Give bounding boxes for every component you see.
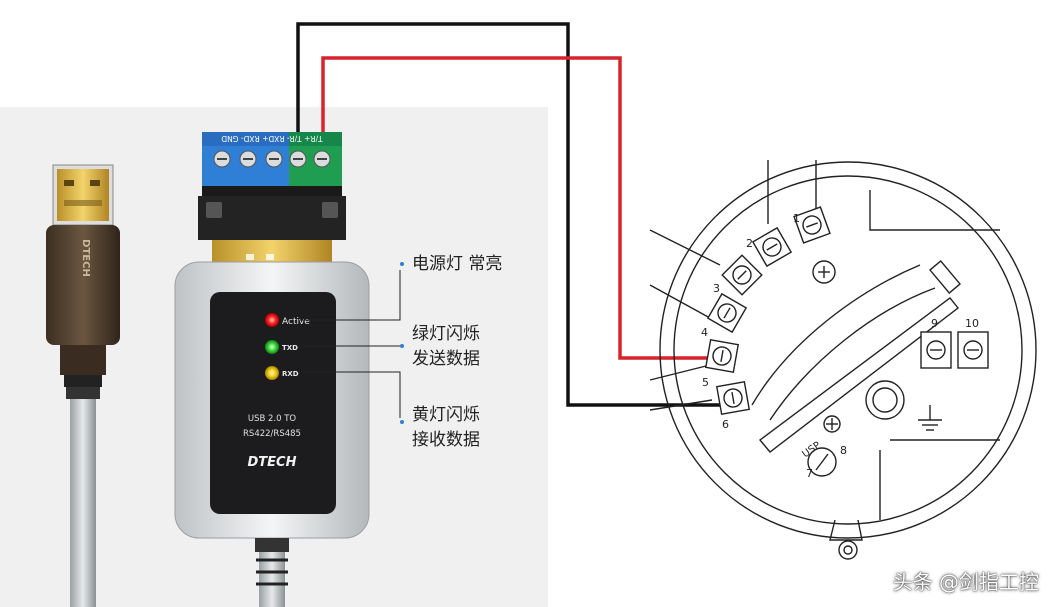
model-line-1: USB 2.0 TO [248, 414, 297, 424]
callout-txd-line-1: 绿灯闪烁 [412, 324, 480, 344]
red-wire [321, 56, 722, 360]
usb-rs485-converter: T/R+ T/R- RXD+ RXD- GND Active TXD RXD U… [174, 132, 370, 607]
callout-leaders [300, 270, 401, 418]
terminal-number: 7 [806, 467, 813, 480]
svg-text:DTECH: DTECH [80, 239, 91, 277]
terminal-number: 9 [931, 317, 938, 330]
callout-dot-rxd [400, 420, 404, 424]
terminal-number: 1 [793, 212, 800, 225]
rxd-led [265, 366, 279, 380]
terminal-number: 3 [713, 282, 720, 295]
terminal-label: T/R+ T/R- RXD+ RXD- GND [221, 134, 324, 143]
watermark: 头条 @剑指工控 [892, 570, 1039, 594]
terminal-number: 4 [701, 326, 708, 339]
usb-plug: DTECH [46, 164, 120, 607]
terminal-number: 8 [840, 444, 847, 457]
transmitter-terminals [704, 206, 989, 416]
transmitter-terminal-head [649, 160, 1037, 560]
usp-label: USP [800, 440, 822, 460]
active-led-label: Active [282, 317, 310, 327]
model-line-2: RS422/RS485 [243, 429, 301, 439]
rxd-led-label: RXD [282, 370, 299, 378]
brand-logo: DTECH [248, 455, 297, 470]
callout-txd-line-2: 发送数据 [412, 349, 480, 369]
callout-dot-power [400, 262, 404, 266]
black-wire [296, 22, 722, 407]
txd-led-label: TXD [282, 344, 298, 352]
callout-dot-txd [400, 344, 404, 348]
callout-power-led: 电源灯 常亮 [412, 254, 503, 274]
callout-rxd-line-2: 接收数据 [412, 430, 480, 450]
terminal-number: 2 [746, 237, 753, 250]
callout-rxd-line-1: 黄灯闪烁 [412, 405, 480, 425]
active-led [265, 313, 279, 327]
terminal-number: 10 [965, 317, 979, 330]
txd-led [265, 340, 279, 354]
terminal-number: 5 [702, 376, 709, 389]
terminal-number: 6 [722, 418, 729, 431]
